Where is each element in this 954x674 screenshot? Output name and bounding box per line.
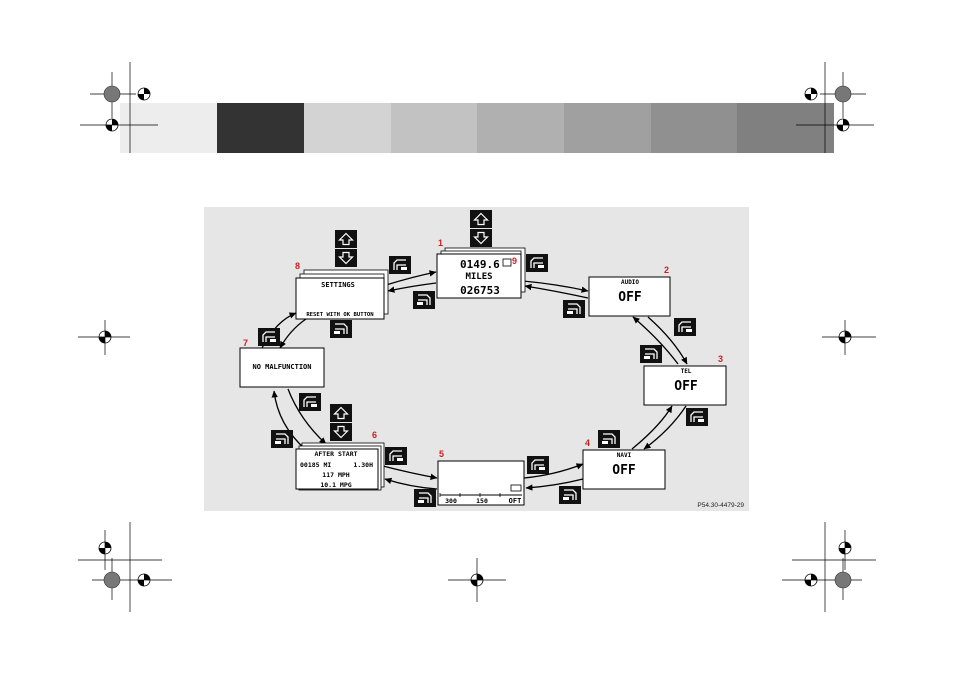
page-back-button-icon[interactable] xyxy=(563,300,585,318)
trip-distance: 0149.6 xyxy=(460,258,500,271)
page-forward-button-icon[interactable] xyxy=(385,447,407,465)
display-7-number: 7 xyxy=(243,338,248,348)
arrow-down-button-icon[interactable] xyxy=(335,249,357,267)
page-forward-button-icon[interactable] xyxy=(299,393,321,411)
navi-label: NAVI xyxy=(617,452,632,459)
display-3-number: 3 xyxy=(718,354,723,364)
navi-value: OFF xyxy=(612,463,636,478)
audio-value: OFF xyxy=(618,290,642,305)
page-back-button-icon[interactable] xyxy=(598,430,620,448)
after-start-title: AFTER START xyxy=(314,450,357,458)
page-forward-button-icon[interactable] xyxy=(686,408,708,426)
display-1-number: 1 xyxy=(438,238,443,248)
arrow-up-button-icon[interactable] xyxy=(335,230,357,248)
settings-title: SETTINGS xyxy=(321,281,355,289)
trip-distance-value: 00185 MI xyxy=(300,461,331,469)
page-forward-button-icon[interactable] xyxy=(674,318,696,336)
page-forward-button-icon[interactable] xyxy=(526,254,548,272)
page-back-button-icon[interactable] xyxy=(330,320,352,338)
arrow-down-button-icon[interactable] xyxy=(330,423,352,441)
tel-label: TEL xyxy=(681,368,692,375)
average-speed-value: 117 MPH xyxy=(322,471,349,479)
page-forward-button-icon[interactable] xyxy=(258,328,280,346)
page-forward-button-icon[interactable] xyxy=(527,456,549,474)
arrow-down-button-icon[interactable] xyxy=(470,229,492,247)
trip-time-value: 1.30H xyxy=(353,461,373,469)
page-back-button-icon[interactable] xyxy=(271,430,293,448)
display-8-settings: SETTINGS RESET WITH OK BUTTON 8 xyxy=(295,261,388,319)
malfunction-text: NO MALFUNCTION xyxy=(252,363,311,371)
range-scale-c: OFT xyxy=(509,497,522,505)
display-6-number: 6 xyxy=(372,430,377,440)
settings-footer: RESET WITH OK BUTTON xyxy=(306,312,374,318)
display-1-badge: 9 xyxy=(512,256,517,266)
page-back-button-icon[interactable] xyxy=(414,489,436,507)
tel-value: OFF xyxy=(674,379,698,394)
display-2-number: 2 xyxy=(664,265,669,275)
page-back-button-icon[interactable] xyxy=(640,345,662,363)
page-back-button-icon[interactable] xyxy=(413,291,435,309)
arrow-up-button-icon[interactable] xyxy=(470,210,492,228)
range-scale-b: 150 xyxy=(476,497,488,505)
page-back-button-icon[interactable] xyxy=(559,486,581,504)
distance-unit: MILES xyxy=(465,272,492,282)
odometer-total: 026753 xyxy=(460,284,500,297)
display-4-number: 4 xyxy=(585,438,590,448)
range-scale-a: 300 xyxy=(445,497,457,505)
figure-reference: P54.30-4479-29 xyxy=(697,502,744,509)
average-consumption-value: 10.1 MPG xyxy=(320,481,351,489)
audio-label: AUDIO xyxy=(621,279,639,286)
display-5-number: 5 xyxy=(439,449,444,459)
page-forward-button-icon[interactable] xyxy=(389,256,411,274)
display-8-number: 8 xyxy=(295,261,300,271)
arrow-up-button-icon[interactable] xyxy=(330,404,352,422)
